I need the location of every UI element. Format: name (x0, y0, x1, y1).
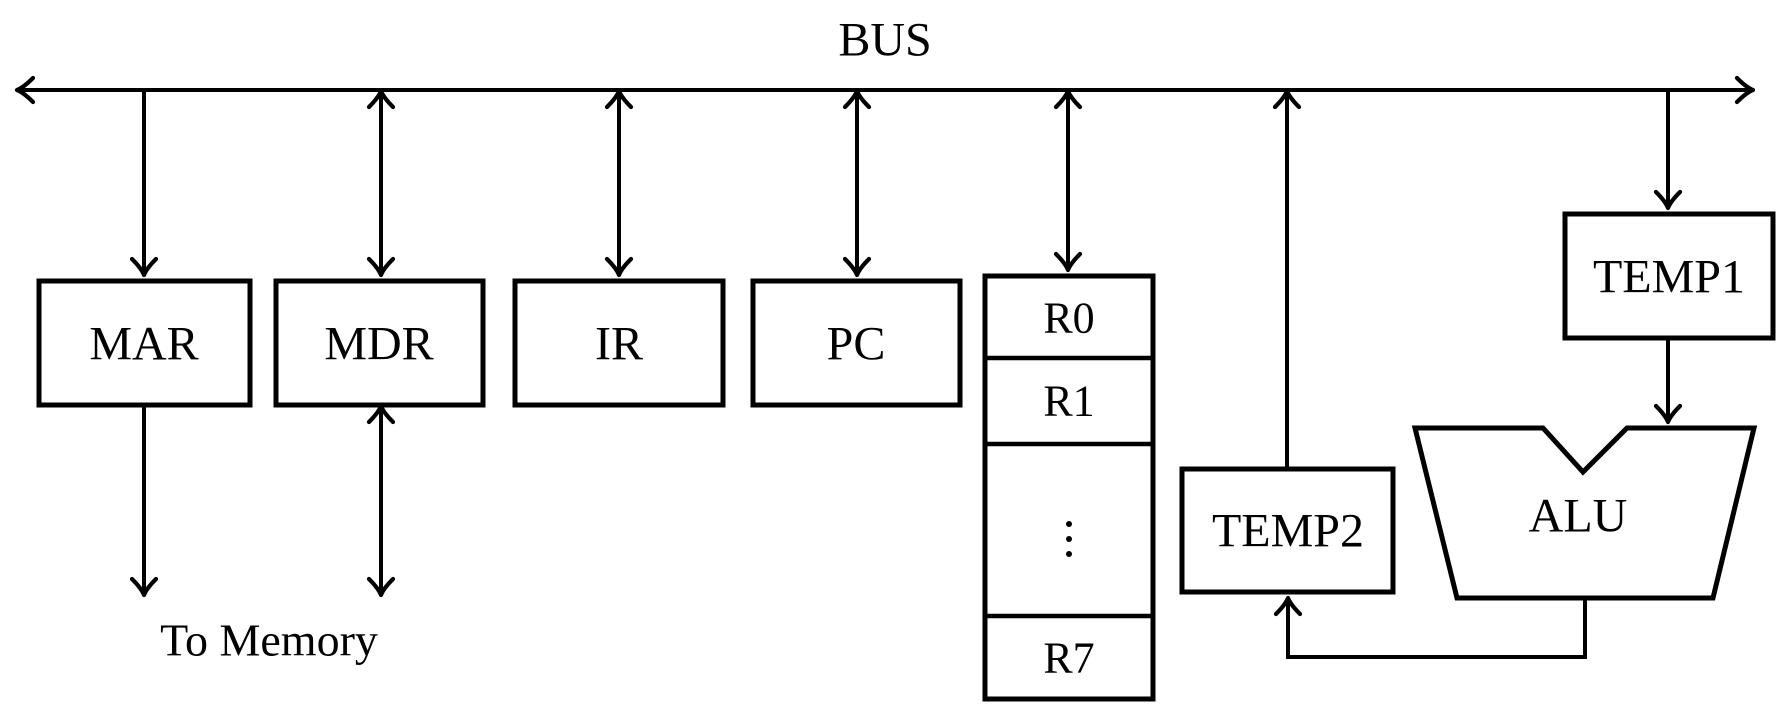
register-r7-label: R7 (1043, 634, 1094, 683)
temp1-box (1562, 211, 1776, 341)
register-file-box (982, 273, 1156, 702)
ellipsis-dot (1066, 551, 1072, 557)
ellipsis-dot (1066, 521, 1072, 527)
mdr-label: MDR (324, 318, 433, 371)
ellipsis-dot (1066, 536, 1072, 542)
pc-label: PC (827, 318, 886, 371)
pc-box (750, 278, 963, 408)
alu-to-temp2-feedback-arrow (1273, 595, 1587, 659)
ir-box (512, 278, 726, 408)
temp1-label: TEMP1 (1593, 251, 1745, 304)
alu-label: ALU (1529, 490, 1628, 543)
register-r0-label: R0 (1043, 294, 1094, 343)
temp2-box (1179, 466, 1396, 595)
vertical-ellipsis-icon (1066, 521, 1072, 557)
to-memory-label: To Memory (160, 615, 378, 666)
mar-label: MAR (89, 318, 198, 371)
temp2-label: TEMP2 (1212, 505, 1364, 558)
alu-shape (1411, 425, 1758, 601)
register-r1-label: R1 (1043, 377, 1094, 426)
ir-label: IR (595, 318, 643, 371)
mdr-box (273, 278, 486, 408)
mar-box (36, 278, 253, 408)
bus-title: BUS (838, 14, 931, 67)
